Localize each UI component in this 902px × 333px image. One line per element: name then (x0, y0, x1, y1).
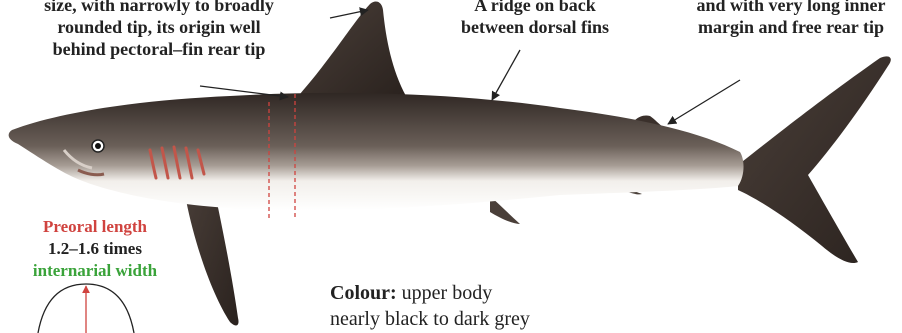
annotation-line: and with very long inner (680, 0, 902, 16)
preoral-title: Preoral length (0, 216, 190, 238)
internarial-width-label: internarial width (0, 260, 190, 282)
annotation-line: between dorsal fins (420, 16, 650, 38)
annotation-line: behind pectoral–fin rear tip (0, 38, 318, 60)
annotation-line: A ridge on back (420, 0, 650, 16)
annotation-line: size, with narrowly to broadly (0, 0, 318, 16)
colour-annotation: Colour: upper body nearly black to dark … (330, 280, 660, 332)
preoral-annotation: Preoral length 1.2–1.6 times internarial… (0, 216, 190, 282)
colour-label: Colour: (330, 282, 397, 304)
ridge-arrow (492, 50, 520, 100)
caudal-fin (738, 56, 891, 263)
preoral-ratio: 1.2–1.6 times (0, 238, 190, 260)
colour-line-1: upper body (402, 282, 493, 304)
colour-line-2: nearly black to dark grey (330, 306, 660, 332)
ridge-annotation: A ridge on back between dorsal fins (420, 0, 650, 38)
first-dorsal-fin-annotation: size, with narrowly to broadly rounded t… (0, 0, 318, 60)
annotation-line: margin and free rear tip (680, 16, 902, 38)
second-dorsal-arrow (668, 80, 740, 124)
second-dorsal-fin-annotation: and with very long inner margin and free… (680, 0, 902, 38)
annotation-line: rounded tip, its origin well (0, 16, 318, 38)
